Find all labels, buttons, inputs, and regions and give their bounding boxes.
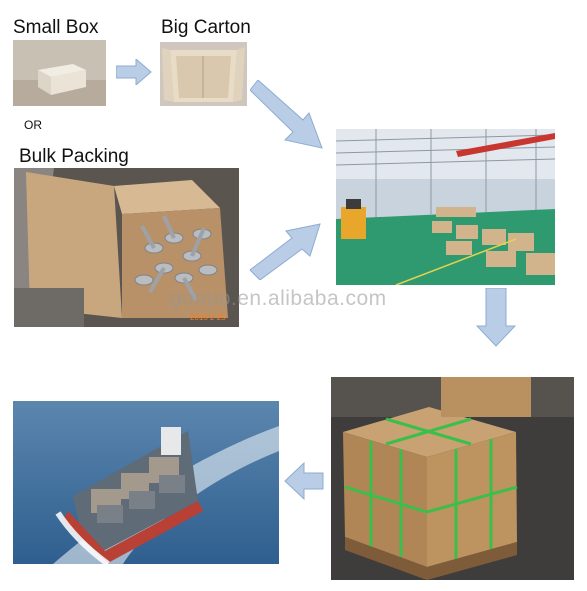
arrow-pallet-to-ship (284, 461, 324, 501)
arrow-bulk-to-warehouse (250, 223, 321, 280)
date-stamp: 2015 2 25 (190, 313, 226, 322)
container-ship-photo (13, 401, 279, 564)
arrow-small-to-big (116, 59, 152, 85)
small-box-label: Small Box (13, 17, 99, 38)
warehouse-photo (336, 129, 555, 285)
arrow-carton-to-warehouse (250, 80, 323, 149)
big-carton-photo (160, 42, 247, 106)
big-carton-label: Big Carton (161, 17, 251, 38)
pallet-photo (331, 377, 574, 580)
bulk-packing-photo: 2015 2 25 (14, 168, 239, 327)
bulk-packing-label: Bulk Packing (19, 146, 129, 167)
small-box-photo (13, 40, 106, 106)
watermark: gonuo.en.alibaba.com (170, 287, 387, 310)
or-label: OR (24, 118, 42, 132)
arrow-warehouse-to-pallet (476, 288, 516, 347)
